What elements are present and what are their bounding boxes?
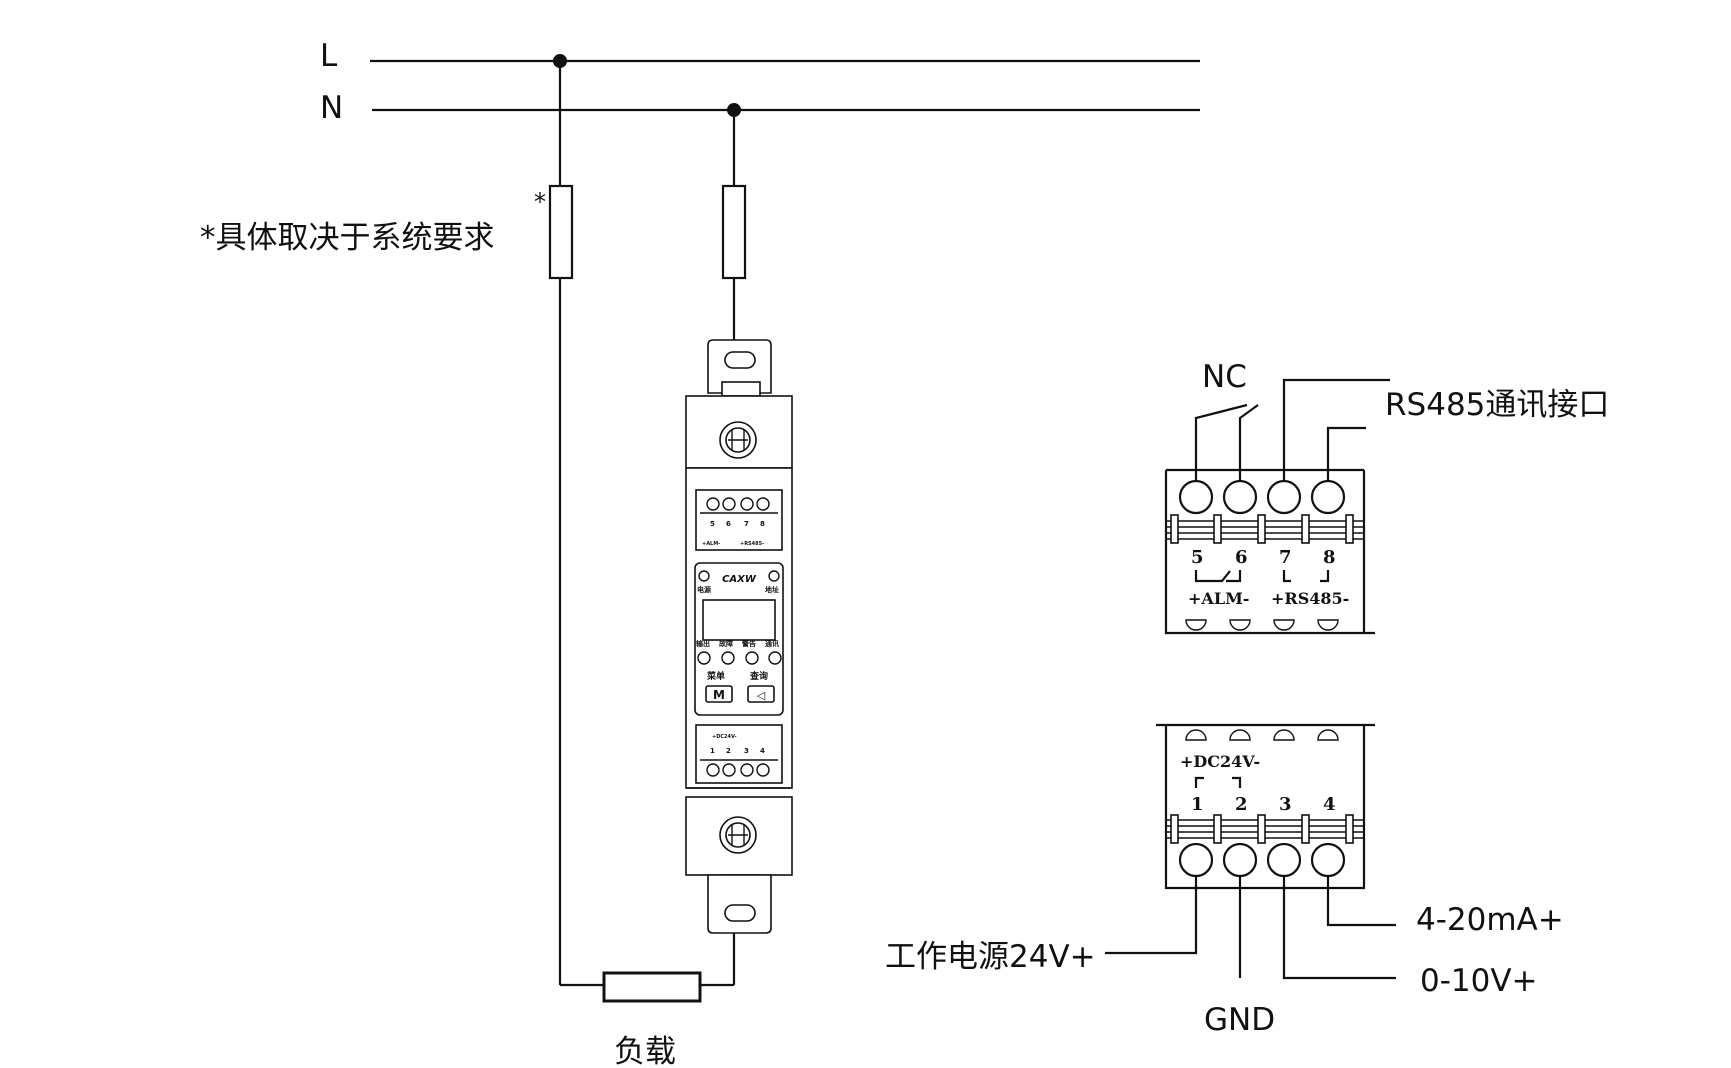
power-led-label: 电源 [697, 585, 711, 594]
terminal-block-bottom: +DC24V- 1 2 3 4 [1156, 723, 1375, 890]
v010-lead-3 [1282, 876, 1396, 980]
svg-text:8: 8 [760, 520, 765, 528]
fuse-l [548, 184, 574, 280]
rs485-bracket [1282, 570, 1291, 583]
svg-text:+ALM-: +ALM- [702, 541, 720, 547]
led-label-output: 输出 [696, 639, 710, 648]
fuse-note: *具体取决于系统要求 [200, 220, 495, 256]
rs485-lead-8 [1326, 426, 1366, 481]
led-fault [721, 651, 735, 665]
load-label: 负载 [614, 1034, 676, 1068]
pin-3: 3 [1279, 794, 1292, 815]
device-top-terminal-mini: 5 6 7 8 +ALM- +RS485- [700, 497, 778, 547]
led-label-comm: 通讯 [765, 639, 779, 648]
nc-lead-5 [1194, 403, 1248, 481]
svg-text:4: 4 [760, 747, 765, 755]
terminal-block-top: 5 6 7 8 +ALM- +RS485- [1164, 468, 1375, 635]
power-callout: 工作电源24V+ [885, 939, 1096, 975]
svg-text:5: 5 [710, 520, 715, 528]
v010-callout: 0-10V+ [1420, 963, 1538, 999]
led-comm [768, 651, 782, 665]
rs485-label: +RS485- [1271, 589, 1349, 608]
pin-4: 4 [1323, 794, 1336, 815]
rs485-callout: RS485通讯接口 [1385, 387, 1609, 423]
query-button-label: 查询 [749, 670, 768, 682]
line-l-label: L [320, 38, 338, 74]
device-brand: CAXW [722, 574, 757, 585]
query-button-key: ◁ [757, 689, 766, 702]
pin-1: 1 [1191, 794, 1204, 815]
nc-label: NC [1202, 359, 1247, 395]
pin-6: 6 [1235, 547, 1248, 568]
pin-2: 2 [1235, 794, 1248, 815]
led-warn [745, 651, 759, 665]
svg-text:6: 6 [726, 520, 731, 528]
din-rail-device: 5 6 7 8 +ALM- +RS485- 电源 地址 CAXW 输出 故障 警… [685, 339, 793, 934]
menu-button[interactable] [705, 685, 733, 703]
rs485-lead-7 [1282, 378, 1390, 481]
pin-8: 8 [1323, 547, 1336, 568]
alm-label: +ALM- [1188, 589, 1249, 608]
device-bottom-terminal-mini: +DC24V- 1 2 3 4 [700, 734, 778, 777]
svg-text:1: 1 [710, 747, 715, 755]
address-led [768, 570, 780, 582]
led-output [697, 651, 711, 665]
device-display [702, 599, 776, 641]
power-led [698, 570, 710, 582]
svg-text:+RS485-: +RS485- [740, 541, 764, 547]
query-button[interactable] [747, 685, 775, 703]
address-led-label: 地址 [765, 585, 779, 594]
dc24v-label: +DC24V- [1180, 752, 1260, 771]
line-n-label: N [320, 90, 343, 126]
menu-button-key: M [713, 688, 725, 702]
gnd-callout: GND [1204, 1002, 1275, 1038]
svg-text:7: 7 [744, 520, 749, 528]
led-label-fault: 故障 [719, 639, 733, 648]
svg-text:2: 2 [726, 747, 731, 755]
fuse-n [721, 184, 747, 280]
fuse-asterisk: * [534, 188, 546, 216]
alm-contact-symbol [1194, 570, 1231, 583]
led-label-warn: 警告 [742, 639, 756, 648]
ma420-callout: 4-20mA+ [1416, 902, 1564, 938]
menu-button-label: 菜单 [706, 670, 725, 682]
load-resistor [602, 971, 702, 1003]
ma420-lead-4 [1326, 876, 1396, 927]
pin-5: 5 [1191, 547, 1204, 568]
svg-text:3: 3 [744, 747, 749, 755]
power-lead-1 [1105, 876, 1198, 955]
svg-text:+DC24V-: +DC24V- [712, 734, 737, 740]
nc-lead-6 [1238, 404, 1259, 481]
pin-7: 7 [1279, 547, 1292, 568]
